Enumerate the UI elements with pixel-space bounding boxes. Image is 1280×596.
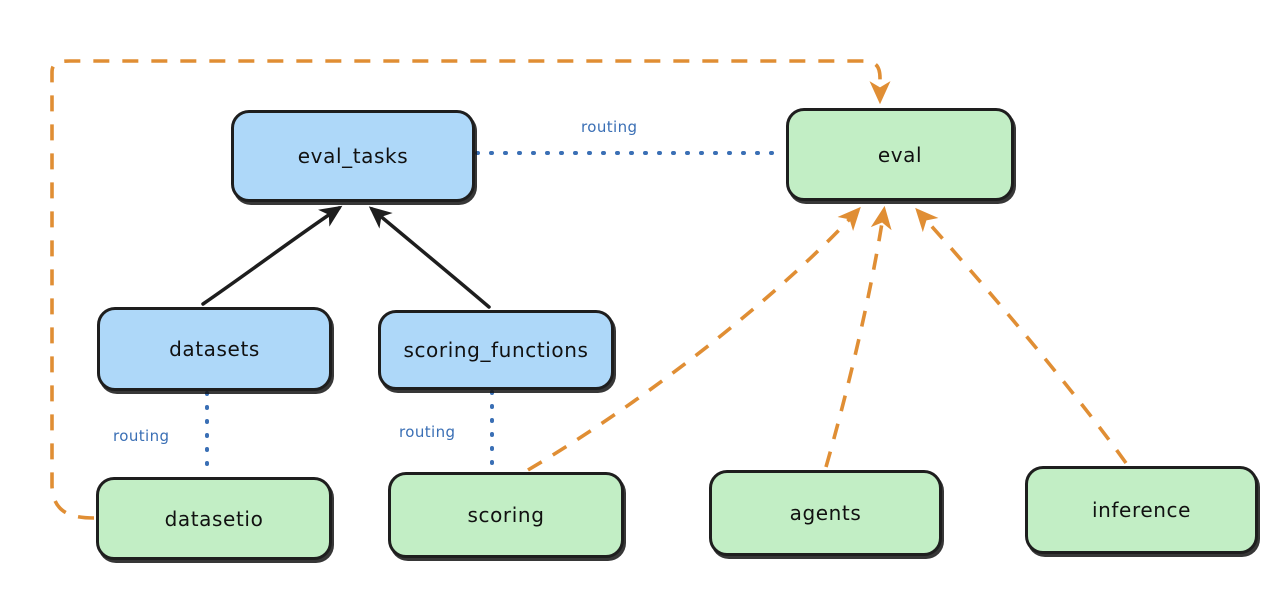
node-agents-label: agents — [789, 501, 862, 525]
edge-label-routing-datasets-datasetio: routing — [110, 427, 173, 445]
edge-label-routing-eval-tasks-eval: routing — [578, 118, 641, 136]
edge-datasets-to-eval-tasks — [201, 205, 343, 306]
node-scoring-functions-label: scoring_functions — [403, 338, 589, 362]
node-scoring-functions[interactable]: scoring_functions — [378, 310, 614, 390]
node-inference-label: inference — [1091, 498, 1192, 522]
node-scoring-label: scoring — [467, 503, 545, 527]
node-datasets-label: datasets — [169, 337, 260, 361]
edge-label-routing-scoring-functions-scoring: routing — [396, 423, 459, 441]
node-agents[interactable]: agents — [709, 470, 942, 556]
node-scoring[interactable]: scoring — [388, 472, 624, 558]
node-datasetio[interactable]: datasetio — [96, 477, 332, 560]
node-datasets[interactable]: datasets — [97, 307, 332, 391]
node-eval-label: eval — [877, 142, 923, 167]
edge-agents-to-eval — [824, 205, 892, 468]
edge-inference-to-eval — [915, 207, 1128, 465]
node-eval-tasks-label: eval_tasks — [297, 144, 409, 168]
edge-datasetio-to-eval — [50, 59, 891, 520]
edge-scoring-to-eval — [527, 206, 861, 472]
node-eval[interactable]: eval — [786, 108, 1014, 201]
node-eval-tasks[interactable]: eval_tasks — [231, 110, 475, 202]
node-datasetio-label: datasetio — [164, 506, 264, 531]
node-inference[interactable]: inference — [1025, 466, 1258, 554]
edge-scoring-functions-to-eval-tasks — [368, 206, 491, 309]
